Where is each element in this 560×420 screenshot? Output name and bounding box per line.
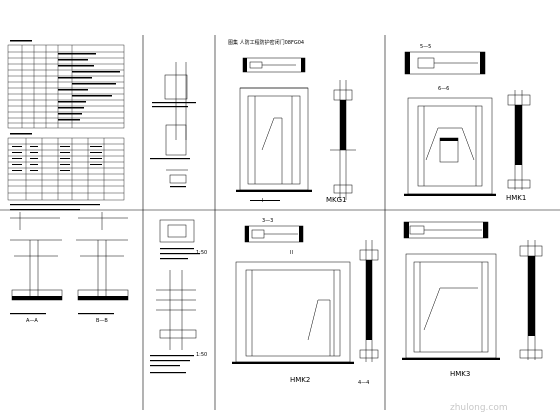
left-bot-b: B—B <box>96 318 108 324</box>
detail-column-2 <box>156 219 197 350</box>
schedule-table-2 <box>7 137 125 201</box>
watermark: zhulong.com <box>450 403 508 413</box>
right-top-label: HMK1 <box>506 194 526 202</box>
section-aa <box>10 212 63 301</box>
section-bb-hatch <box>78 296 128 315</box>
schedule-table-1 <box>7 44 125 129</box>
section-ii-label: II <box>290 250 293 256</box>
detail-scale-2: 1:50 <box>196 352 207 358</box>
mid-top-label: MKG1 <box>326 196 347 204</box>
section-i-label: I <box>262 198 263 204</box>
right-bot-label: HMK3 <box>450 370 470 378</box>
detail-scale-1: 1:50 <box>196 250 207 256</box>
left-bot-a: A—A <box>26 318 38 324</box>
hmk3-hatching <box>402 222 535 360</box>
door-elevation-mkg1 <box>236 57 356 200</box>
mid-bot-section2: 4—4 <box>358 380 369 386</box>
mid-top-title: 图集 人防工程防护密闭门08FG04 <box>228 39 304 46</box>
mkg1-hatching <box>236 58 346 201</box>
mid-bot-label: HMK2 <box>290 376 310 384</box>
hmk2-hatching <box>232 226 372 364</box>
mid-bot-section: 3—3 <box>262 218 273 224</box>
sheet-dividers <box>0 35 560 410</box>
detail-2-notes <box>150 248 200 374</box>
door-elevation-hmk1 <box>404 51 531 195</box>
door-elevation-hmk3 <box>402 221 543 360</box>
right-top-section: 5—5 <box>420 44 431 50</box>
section-bb <box>76 212 129 301</box>
hmk1-hatching <box>404 52 522 196</box>
door-elevation-hmk2 <box>232 225 379 363</box>
section-aa-hatch <box>10 296 62 315</box>
table-2-fill-text <box>10 133 102 211</box>
table-1-fill-text <box>10 40 120 121</box>
right-top-section2: 6—6 <box>438 86 449 92</box>
detail-notes <box>150 102 196 188</box>
detail-column-1 <box>164 62 188 184</box>
